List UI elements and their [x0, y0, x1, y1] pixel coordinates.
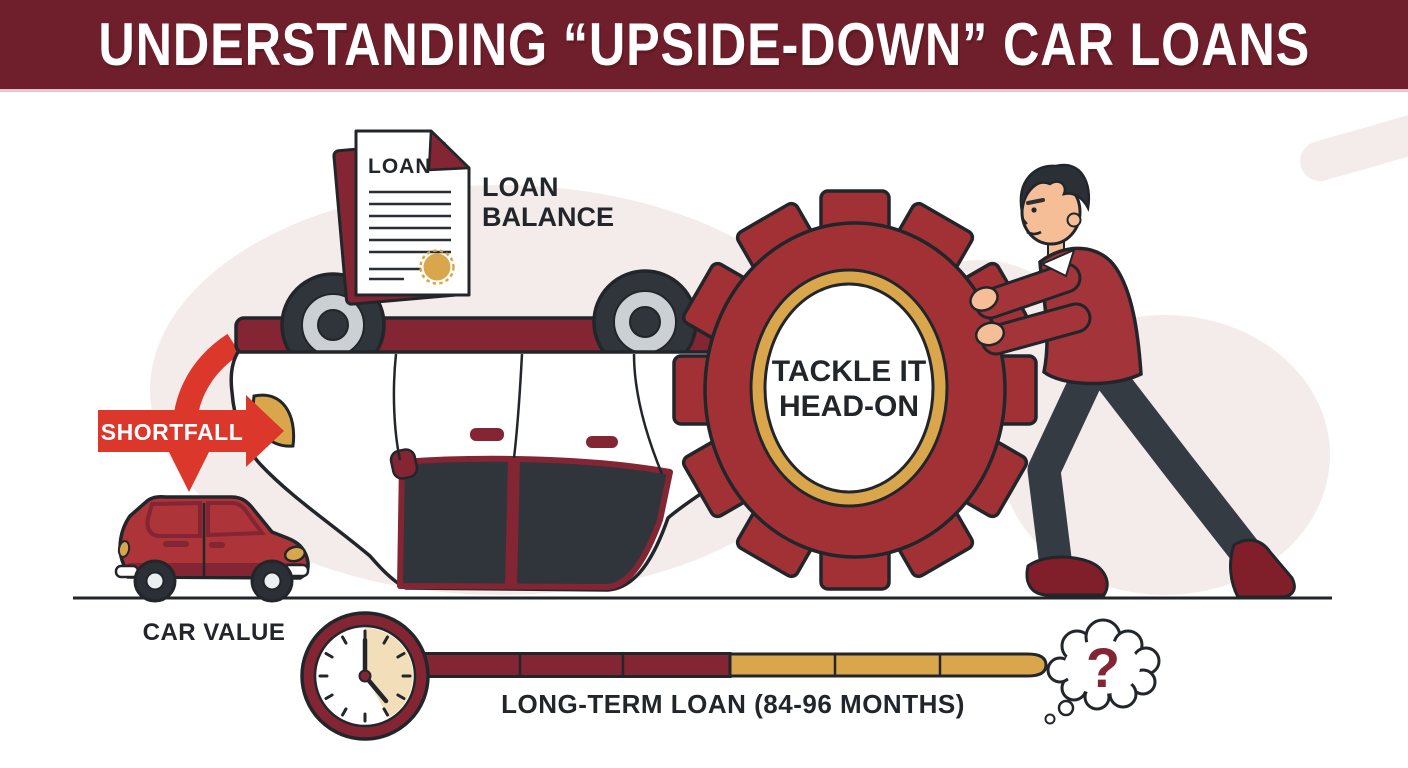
document-seal	[419, 249, 455, 285]
car-side-mirror	[389, 448, 419, 480]
man-ear	[1066, 212, 1082, 228]
small-car-taillight	[117, 540, 131, 558]
upside-down-car	[229, 269, 761, 592]
bubble-tail-circle	[1044, 713, 1056, 725]
car-cabin-pillar	[505, 458, 520, 587]
man-nose	[1022, 218, 1028, 225]
document-title: LOAN	[368, 155, 432, 178]
loan-term-label: LONG-TERM LOAN (84-96 MONTHS)	[501, 689, 965, 719]
small-car	[114, 495, 310, 603]
small-car-door-handle	[163, 541, 189, 547]
term-bar-dividers	[518, 654, 942, 676]
loan-term-bar	[418, 652, 1048, 678]
man-hand	[974, 321, 1006, 347]
man-collar	[1039, 248, 1076, 278]
gear-center	[763, 282, 935, 494]
man-arms	[974, 262, 1092, 356]
car-cabin-windows	[397, 455, 673, 590]
corner-accent	[1300, 110, 1408, 182]
man-eye	[1031, 207, 1037, 213]
man-front-leg	[1027, 359, 1105, 583]
man-mouth	[1026, 230, 1042, 236]
thought-bubble-icon: ?	[1044, 618, 1161, 725]
small-car-door-handle	[209, 542, 225, 548]
small-car-front-window	[206, 501, 266, 538]
small-car-wheels	[133, 559, 294, 603]
man-hair	[1019, 163, 1091, 213]
document-folded-corner	[427, 129, 471, 172]
term-bar-elapsed	[418, 652, 732, 678]
man-back-leg	[1089, 355, 1269, 577]
clock-icon	[300, 611, 430, 741]
small-car-rear-window	[145, 500, 202, 538]
document-text-lines	[369, 190, 451, 281]
header-banner: UNDERSTANDING “UPSIDE-DOWN” CAR LOANS	[0, 0, 1408, 92]
bubble-tail-circle	[1057, 699, 1075, 717]
man-front-shoe	[1025, 555, 1109, 597]
loan-balance-label: LOAN BALANCE	[482, 172, 614, 232]
small-car-headlight	[283, 545, 307, 563]
gear-icon: TACKLE IT HEAD-ON	[672, 189, 1038, 591]
car-door-seams	[392, 353, 664, 475]
clock-ticks	[318, 629, 412, 723]
document-sheet	[354, 129, 471, 297]
shortfall-label: SHORTFALL	[101, 419, 244, 445]
shortfall-arrow: SHORTFALL	[98, 395, 284, 467]
tackle-label-line1: TACKLE IT	[772, 355, 926, 388]
page-title: UNDERSTANDING “UPSIDE-DOWN” CAR LOANS	[98, 11, 1310, 78]
car-door-handle	[470, 428, 504, 441]
bubble-fill	[1064, 640, 1140, 694]
man-back-shoe	[1229, 538, 1296, 599]
clock-center	[358, 669, 372, 683]
man-pushing-gear	[969, 163, 1296, 599]
question-mark: ?	[1086, 636, 1120, 699]
car-door-handle	[586, 436, 618, 448]
loan-contract-icon: LOAN	[332, 129, 471, 306]
svg-text:LOAN: LOAN	[482, 172, 559, 202]
man-eyebrow	[1026, 198, 1045, 205]
man-hand	[969, 286, 999, 312]
illustration-canvas: LOAN LOAN BALANCE SHORTFALL	[73, 110, 1408, 741]
tackle-label-line2: HEAD-ON	[779, 390, 919, 423]
car-value-label: CAR VALUE	[143, 619, 286, 646]
svg-text:BALANCE: BALANCE	[482, 202, 614, 232]
